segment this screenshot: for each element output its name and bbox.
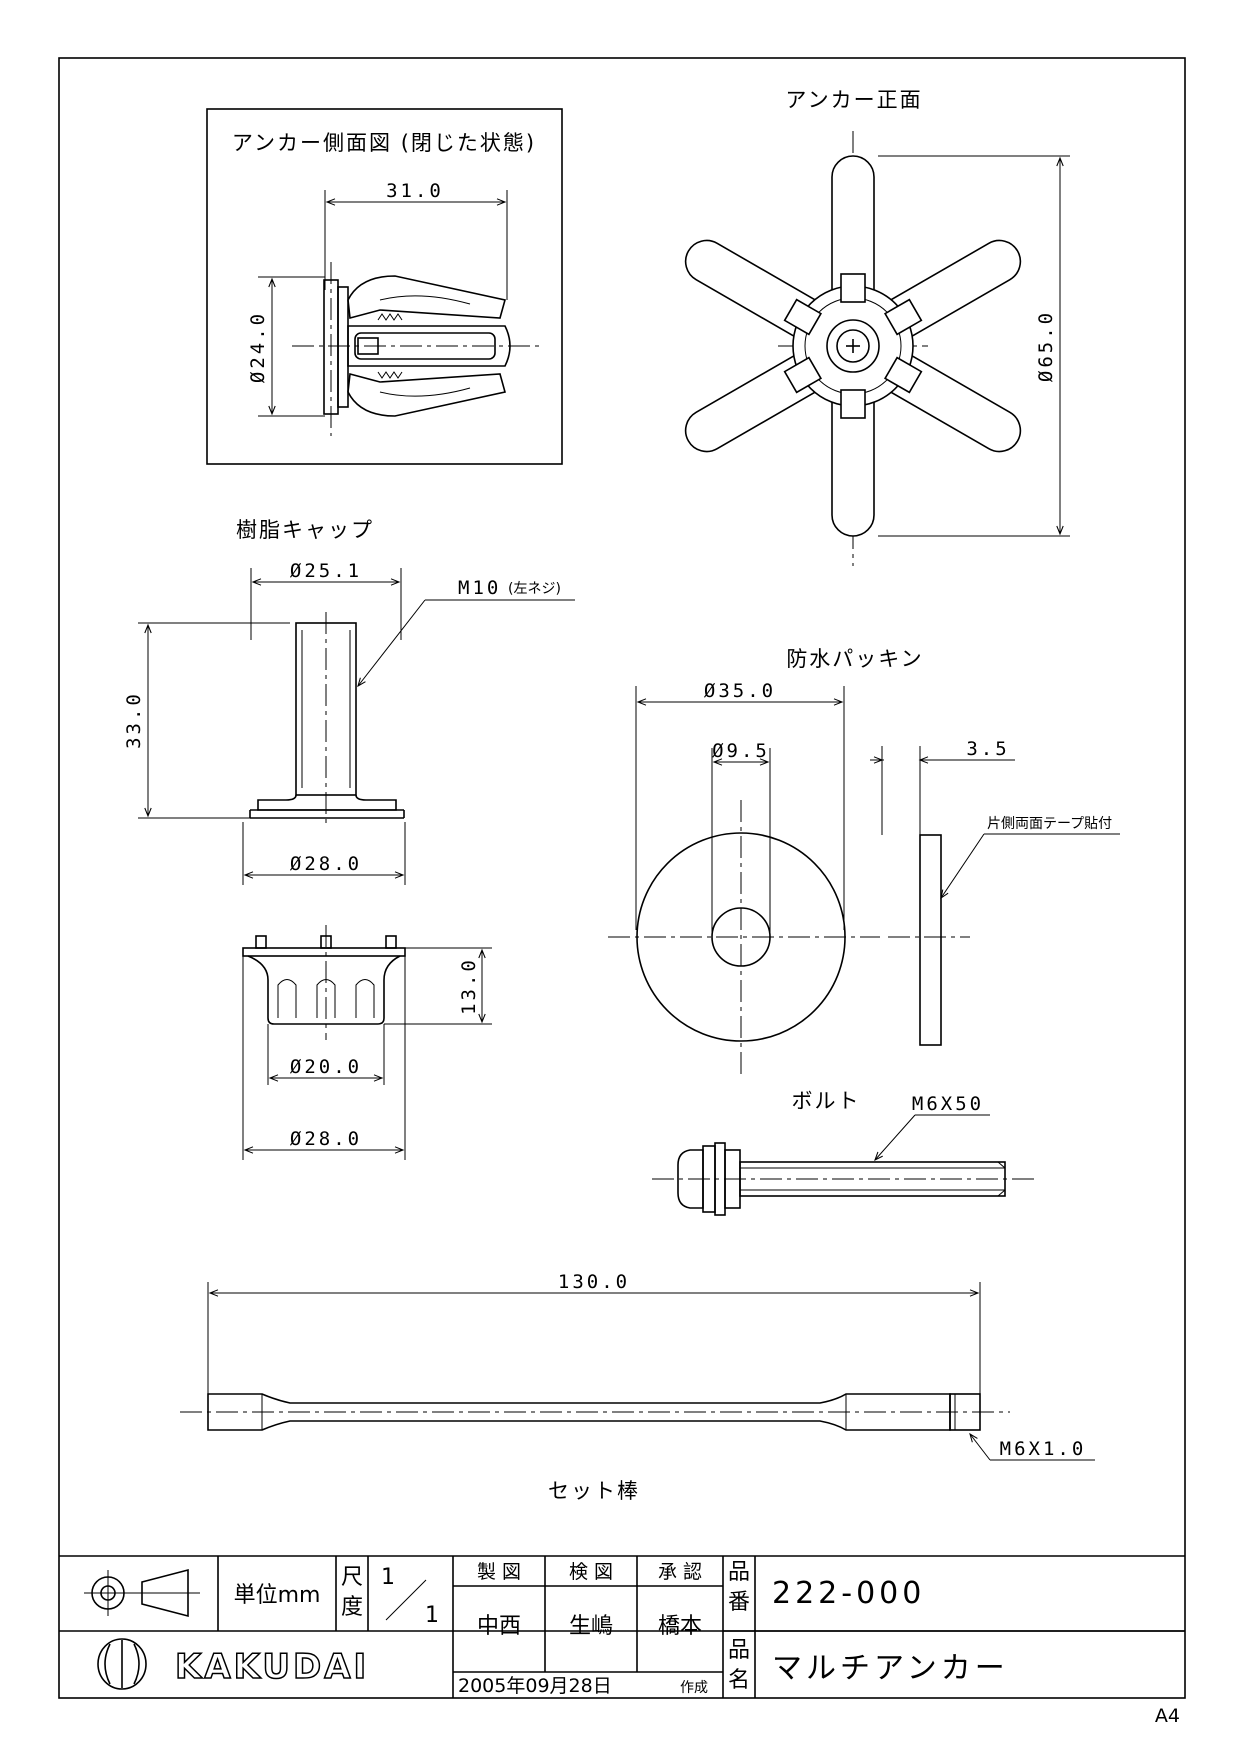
- drawing-date-suffix: 作成: [680, 1680, 708, 1696]
- checked-by-label: 検 図: [569, 1561, 613, 1583]
- part-name-label-2: 名: [728, 1668, 750, 1693]
- part-no-label-2: 番: [728, 1590, 750, 1615]
- drawing-border: [58, 57, 1186, 1699]
- bolt-spec: M6X50: [912, 1093, 984, 1115]
- set-rod-thread-spec: M6X1.0: [1000, 1438, 1087, 1460]
- part-no-label-1: 品: [728, 1560, 750, 1585]
- packing-title: 防水パッキン: [786, 647, 923, 671]
- resin-cap-height-dim: 33.0: [123, 691, 145, 749]
- front-view: アンカー正面: [684, 88, 1070, 566]
- part-name: マルチアンカー: [772, 1651, 1009, 1686]
- resin-cap-bottom-height-dim: 13.0: [458, 957, 480, 1015]
- front-view-title: アンカー正面: [785, 88, 922, 112]
- paper-size: A4: [1155, 1705, 1180, 1727]
- drawn-by: 中西: [477, 1614, 521, 1639]
- bolt-view: ボルト M6X50: [652, 1089, 1035, 1216]
- scale-numerator: 1: [381, 1565, 395, 1590]
- scale-label-2: 度: [341, 1595, 363, 1620]
- resin-cap-thread-note-sub: (左ネジ): [508, 581, 561, 597]
- checked-by: 生嶋: [569, 1614, 613, 1639]
- set-rod-title: セット棒: [548, 1479, 640, 1503]
- side-view-frame: [206, 108, 563, 465]
- packing-tape-note: 片側両面テープ貼付: [987, 816, 1112, 832]
- resin-cap-inner-diameter-dim: Ø20.0: [290, 1056, 362, 1078]
- approved-by-label: 承 認: [658, 1561, 702, 1583]
- resin-cap-outer-diameter-dim: Ø28.0: [290, 1128, 362, 1150]
- part-number: 222-000: [772, 1576, 925, 1611]
- unit-label: 単位mm: [234, 1583, 321, 1608]
- packing-disc: [636, 832, 846, 1042]
- third-angle-projection-icon: [84, 1568, 200, 1618]
- side-view-length-dim: 31.0: [386, 180, 444, 202]
- scale-denominator: 1: [425, 1603, 439, 1628]
- packing-view: 防水パッキン Ø35.0 Ø9.5 3.5 片側両面テープ貼付: [608, 647, 1120, 1075]
- packing-inner-diameter-dim: Ø9.5: [712, 740, 770, 762]
- scale-label-1: 尺: [341, 1565, 363, 1590]
- approved-by: 橋本: [658, 1614, 702, 1639]
- packing-thickness-dim: 3.5: [966, 738, 1009, 760]
- bolt-title: ボルト: [792, 1089, 861, 1113]
- resin-cap-top-diameter-dim: Ø25.1: [290, 560, 362, 582]
- kakudai-logo-icon: [97, 1638, 147, 1690]
- side-view-title: アンカー側面図 (閉じた状態): [232, 131, 536, 155]
- drawn-by-label: 製 図: [477, 1561, 521, 1583]
- set-rod-length-dim: 130.0: [558, 1271, 630, 1293]
- part-name-label-1: 品: [728, 1638, 750, 1663]
- resin-cap-title: 樹脂キャップ: [236, 518, 374, 542]
- company-name: KAKUDAI: [175, 1647, 369, 1687]
- resin-cap-view: 樹脂キャップ Ø25.1 M10 (左ネジ) 33.0 Ø28.0: [123, 518, 575, 1160]
- set-rod-view: 130.0 M6X1.0 セット棒: [180, 1271, 1095, 1503]
- resin-cap-base-diameter-dim: Ø28.0: [290, 853, 362, 875]
- side-view: アンカー側面図 (閉じた状態) 31.0 Ø24.0: [206, 108, 563, 465]
- side-view-diameter-dim: Ø24.0: [247, 311, 269, 383]
- resin-cap-thread-note: M10: [458, 577, 501, 599]
- drawing-date: 2005年09月28日: [458, 1675, 612, 1697]
- packing-outer-diameter-dim: Ø35.0: [704, 680, 776, 702]
- packing-side: [919, 834, 942, 1046]
- front-view-diameter-dim: Ø65.0: [1035, 310, 1057, 382]
- title-block: 単位mm 尺 度 1 1 製 図 検 図 承 認 中西 生嶋 橋本 2005年0…: [59, 1555, 1185, 1698]
